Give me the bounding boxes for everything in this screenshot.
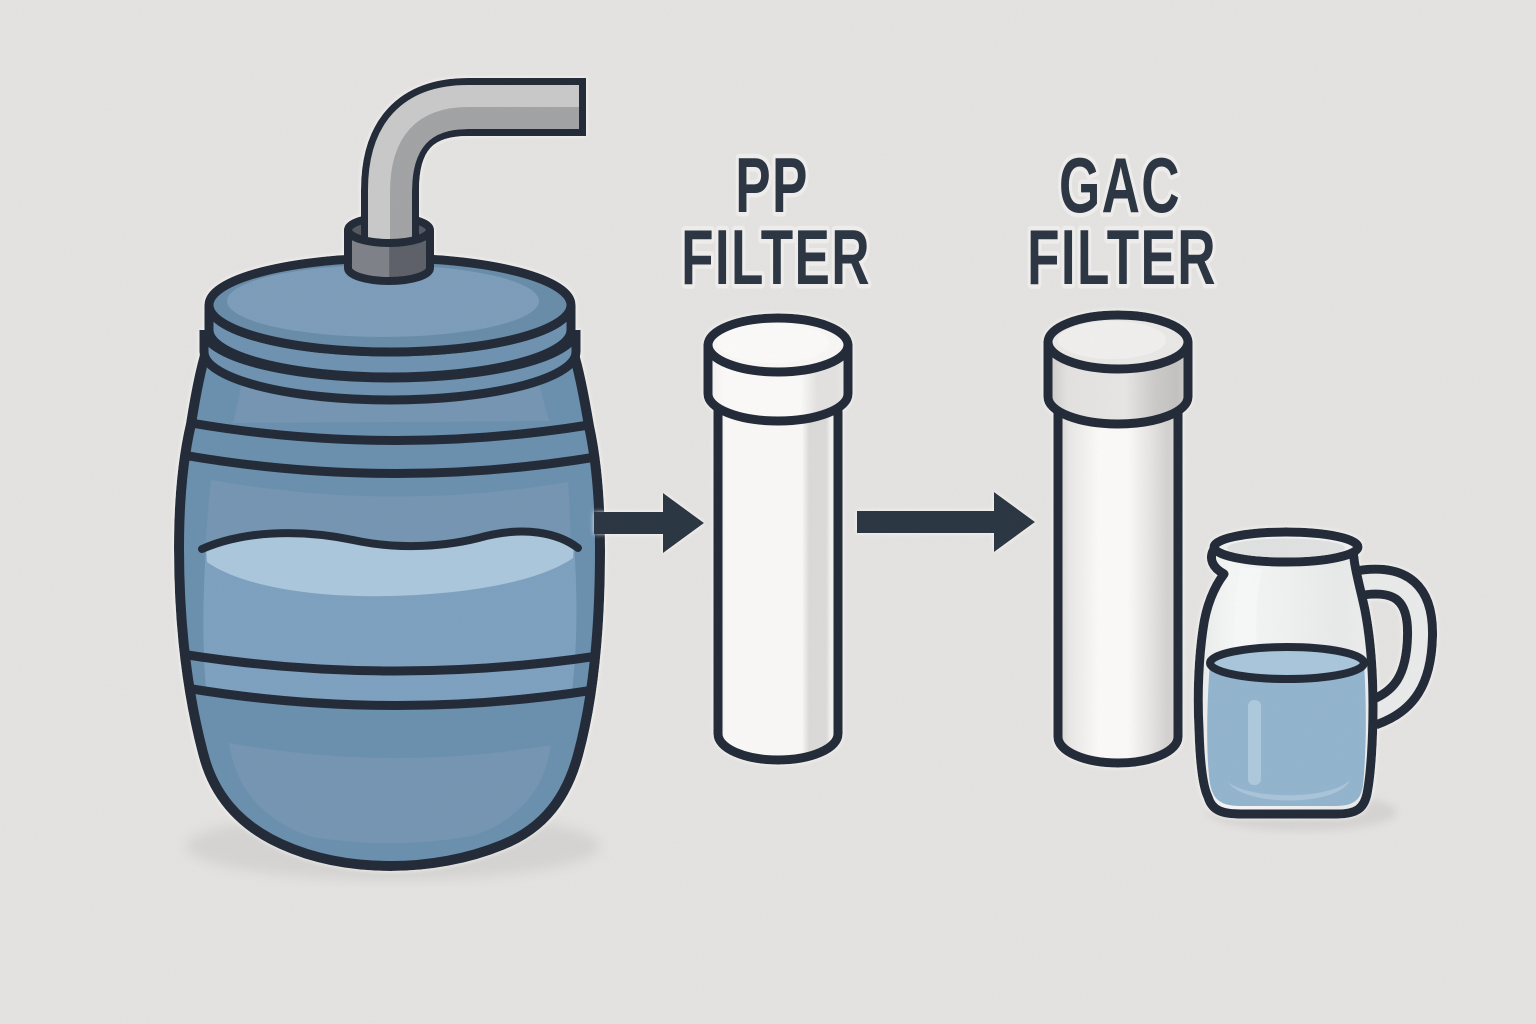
- grain-texture-overlay: [0, 0, 1536, 1024]
- filtration-diagram: PP FILTER GAC FILTER: [0, 0, 1536, 1024]
- diagram-svg: PP FILTER GAC FILTER: [0, 0, 1536, 1024]
